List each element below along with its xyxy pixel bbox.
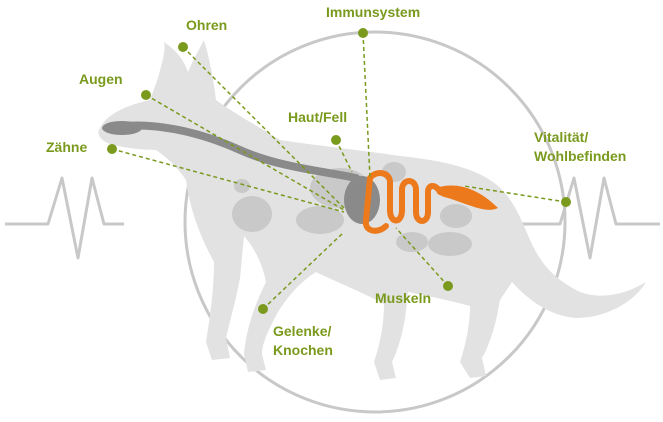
label-vitalitaet-line2: Wohlbefinden	[534, 148, 627, 164]
dot-zaehne	[107, 144, 117, 154]
small-organ	[234, 179, 250, 193]
label-vitalitaet: Vitalität/ Wohlbefinden	[534, 128, 626, 166]
leader-augen	[145, 94, 345, 211]
label-immunsystem-text: Immunsystem	[326, 4, 421, 20]
leader-ohren	[182, 46, 345, 209]
label-gelenke-line1: Gelenke/	[273, 323, 332, 339]
leader-vitalitaet	[463, 185, 567, 203]
colon	[436, 185, 498, 210]
dot-vitalitaet	[561, 197, 571, 207]
label-zaehne-text: Zähne	[46, 139, 88, 155]
dot-gelenke	[258, 304, 268, 314]
liver-organ	[296, 206, 344, 234]
heartbeat-line	[5, 176, 660, 260]
label-haut-fell: Haut/Fell	[288, 108, 347, 127]
dot-augen	[141, 90, 151, 100]
dot-immunsystem	[358, 28, 368, 38]
label-gelenke: Gelenke/ Knochen	[273, 322, 333, 360]
dot-ohren	[178, 42, 188, 52]
background-ring	[183, 30, 567, 414]
stomach-organ	[344, 176, 380, 224]
dot-muskeln	[443, 281, 453, 291]
leader-zaehne	[111, 148, 345, 213]
nose-organ	[102, 121, 142, 135]
intestine	[362, 170, 443, 234]
marker-dots	[107, 28, 571, 314]
label-augen: Augen	[79, 70, 123, 89]
label-augen-text: Augen	[79, 71, 123, 87]
bladder-organ	[440, 204, 472, 228]
gland-organ	[428, 232, 472, 256]
label-vitalitaet-line1: Vitalität/	[534, 129, 589, 145]
label-ohren: Ohren	[186, 16, 227, 35]
label-muskeln-text: Muskeln	[375, 290, 432, 306]
leader-muskeln	[395, 227, 449, 287]
leader-immunsystem	[362, 32, 371, 179]
label-zaehne: Zähne	[46, 138, 87, 157]
label-haut-fell-text: Haut/Fell	[288, 109, 348, 125]
heart-organ	[232, 196, 272, 232]
leader-lines	[111, 32, 567, 310]
label-ohren-text: Ohren	[186, 17, 228, 33]
label-gelenke-line2: Knochen	[273, 342, 333, 358]
spleen-organ	[396, 232, 428, 252]
leader-gelenke	[262, 231, 345, 310]
label-muskeln: Muskeln	[375, 289, 431, 308]
label-immunsystem: Immunsystem	[326, 3, 420, 22]
leader-haut-fell	[335, 139, 353, 173]
dot-haut-fell	[331, 135, 341, 145]
